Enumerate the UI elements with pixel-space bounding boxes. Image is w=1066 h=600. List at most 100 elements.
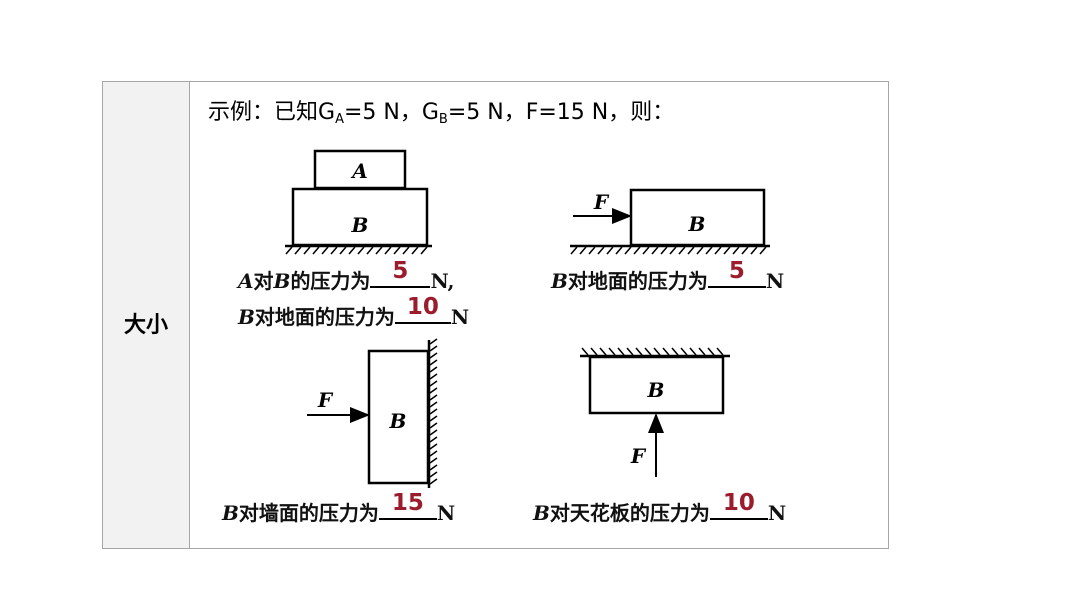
q2-answer: 10 <box>406 294 439 320</box>
hatch-mark <box>429 380 438 387</box>
hatch-mark <box>285 246 293 255</box>
hatch-mark <box>660 246 668 255</box>
q3-subject: B <box>551 269 568 293</box>
hatch-mark <box>680 347 688 356</box>
side-column: 大小 <box>103 82 190 548</box>
hatch-mark <box>669 246 677 255</box>
hatch-mark <box>581 347 589 356</box>
example-statement: 示例：已知GA=5 N，GB=5 N，F=15 N，则： <box>208 94 674 127</box>
hatch-mark <box>597 246 605 255</box>
hatch-mark <box>606 246 614 255</box>
q1-answer: 5 <box>392 258 409 284</box>
hatch-mark <box>384 246 392 255</box>
answer-blank: 15 <box>378 490 437 520</box>
example-prefix: 示例：已知G <box>208 100 336 125</box>
hatch-mark <box>662 347 670 356</box>
hatch-mark <box>330 246 338 255</box>
figure-push-on-ceiling: B F <box>580 347 730 477</box>
q1-mid: 对 <box>253 269 274 293</box>
label-b: B <box>351 213 369 237</box>
side-label: 大小 <box>123 313 168 338</box>
label-f: F <box>593 190 610 214</box>
hatch-mark <box>599 347 607 356</box>
hatch-mark <box>590 347 598 356</box>
hatch-mark <box>429 401 438 408</box>
hatch-mark <box>635 347 643 356</box>
hatch-mark <box>642 246 650 255</box>
example-rest: =5 N，F=15 N，则： <box>447 100 675 125</box>
hatch-mark <box>579 246 587 255</box>
answer-blank: 5 <box>707 258 766 288</box>
hatch-mark <box>707 347 715 356</box>
q5-answer: 10 <box>722 490 755 516</box>
q2-text: 对地面的压力为 <box>254 305 395 329</box>
hatch-mark <box>705 246 713 255</box>
figure-push-on-ground: B F <box>570 188 770 255</box>
label-b: B <box>688 212 706 236</box>
content-card: 大小 <box>102 81 889 549</box>
hatch-mark <box>651 246 659 255</box>
hatch-mark <box>644 347 652 356</box>
hatch-mark <box>429 415 438 422</box>
figure-push-on-wall: B F <box>307 338 438 488</box>
hatch-mark <box>429 359 438 366</box>
hatch-mark <box>615 246 623 255</box>
ga-subscript: A <box>335 112 344 127</box>
ceiling-hatching <box>581 347 724 356</box>
q4-subject: B <box>222 501 239 525</box>
hatch-mark <box>375 246 383 255</box>
q4-answer: 15 <box>391 490 424 516</box>
q1-text: 的压力为 <box>290 269 371 293</box>
hatch-mark <box>741 246 749 255</box>
answer-blank: 5 <box>370 258 431 288</box>
hatch-mark <box>698 347 706 356</box>
q1-object: B <box>273 269 291 293</box>
hatch-mark <box>339 246 347 255</box>
q2-unit: N <box>450 305 470 329</box>
hatch-mark <box>357 246 365 255</box>
hatch-mark <box>570 246 578 255</box>
q3-text: 对地面的压力为 <box>567 269 708 293</box>
hatch-mark <box>608 347 616 356</box>
q3-answer: 5 <box>728 258 745 284</box>
hatch-mark <box>653 347 661 356</box>
hatch-mark <box>429 450 438 457</box>
hatch-mark <box>429 457 438 464</box>
hatch-mark <box>429 471 438 478</box>
hatch-mark <box>429 443 438 450</box>
hatch-mark <box>366 246 374 255</box>
figure-stacked-blocks: A B <box>285 149 432 255</box>
hatch-mark <box>348 246 356 255</box>
q4-unit: N <box>436 501 456 525</box>
hatch-mark <box>429 366 438 373</box>
hatch-mark <box>420 246 428 255</box>
hatch-mark <box>429 394 438 401</box>
q5-text: 对天花板的压力为 <box>549 501 710 525</box>
gb-subscript: B <box>438 112 448 127</box>
answer-blank: 10 <box>709 490 768 520</box>
example-ga-value: =5 N，G <box>343 100 439 125</box>
answer-blank: 10 <box>394 294 451 324</box>
label-b: B <box>389 409 407 433</box>
question-b-on-wall: B对墙面的压力为 15 N <box>222 490 456 526</box>
hatch-mark <box>689 347 697 356</box>
q5-unit: N <box>767 501 787 525</box>
hatch-mark <box>750 246 758 255</box>
hatch-mark <box>429 422 438 429</box>
hatch-mark <box>671 347 679 356</box>
hatch-mark <box>429 478 438 485</box>
hatch-mark <box>429 373 438 380</box>
hatch-mark <box>429 387 438 394</box>
label-f: F <box>317 388 334 412</box>
hatch-mark <box>411 246 419 255</box>
label-f: F <box>630 444 647 468</box>
hatch-mark <box>402 246 410 255</box>
hatch-mark <box>723 246 731 255</box>
q1-unit: N, <box>430 269 455 293</box>
wall-hatching <box>429 338 438 485</box>
q4-text: 对墙面的压力为 <box>238 501 379 525</box>
hatch-mark <box>687 246 695 255</box>
hatch-mark <box>303 246 311 255</box>
